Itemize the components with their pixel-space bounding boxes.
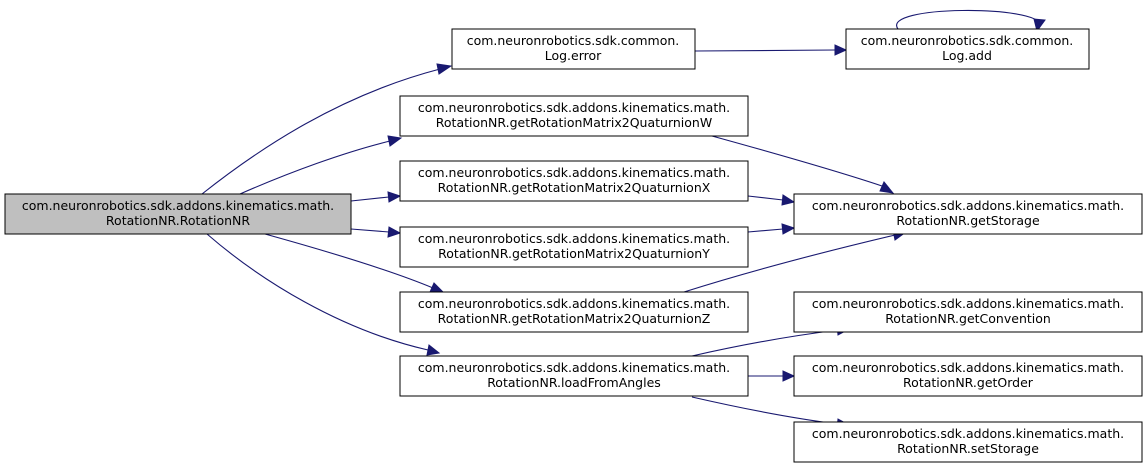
node-label-line-2: RotationNR.getConvention: [885, 311, 1051, 326]
node-label-line-2: RotationNR.RotationNR: [106, 213, 250, 228]
node-get-rotation-matrix-quaturnion-z[interactable]: com.neuronrobotics.sdk.addons.kinematics…: [399, 291, 749, 333]
node-label-line-1: com.neuronrobotics.sdk.addons.kinematics…: [812, 360, 1124, 375]
node-log-add[interactable]: com.neuronrobotics.sdk.common. Log.add: [845, 28, 1090, 70]
node-label-line-2: Log.error: [545, 48, 602, 63]
node-label-line-2: RotationNR.getOrder: [903, 375, 1034, 390]
node-label-line-1: com.neuronrobotics.sdk.addons.kinematics…: [812, 296, 1124, 311]
node-label-line-1: com.neuronrobotics.sdk.common.: [467, 33, 680, 48]
node-label-line-1: com.neuronrobotics.sdk.common.: [861, 33, 1074, 48]
edge-root-to-load-angles: [206, 233, 441, 356]
edge-log-add-self: [896, 9, 1046, 33]
node-rotationnr-constructor[interactable]: com.neuronrobotics.sdk.addons.kinematics…: [4, 193, 352, 235]
edge-root-to-quat-y: [350, 226, 402, 238]
node-log-error[interactable]: com.neuronrobotics.sdk.common. Log.error: [451, 28, 696, 70]
node-label-line-1: com.neuronrobotics.sdk.addons.kinematics…: [418, 100, 730, 115]
node-get-convention[interactable]: com.neuronrobotics.sdk.addons.kinematics…: [793, 291, 1143, 333]
edge-quat-y-to-get-storage: [747, 223, 796, 235]
node-label-line-1: com.neuronrobotics.sdk.addons.kinematics…: [22, 198, 334, 213]
edge-root-to-log-error: [201, 63, 453, 195]
node-label-line-1: com.neuronrobotics.sdk.addons.kinematics…: [418, 360, 730, 375]
node-label-line-1: com.neuronrobotics.sdk.addons.kinematics…: [418, 165, 730, 180]
node-label-line-1: com.neuronrobotics.sdk.addons.kinematics…: [418, 296, 730, 311]
node-label-line-2: Log.add: [942, 48, 992, 63]
node-label-line-2: RotationNR.setStorage: [897, 441, 1039, 456]
node-label-line-2: RotationNR.loadFromAngles: [487, 375, 661, 390]
node-label-line-2: RotationNR.getRotationMatrix2QuaturnionW: [436, 115, 712, 130]
edge-load-angles-to-get-order: [748, 370, 796, 382]
edge-log-error-to-log-add: [694, 44, 848, 56]
node-label-line-2: RotationNR.getRotationMatrix2QuaturnionY: [438, 246, 710, 261]
edge-quat-x-to-get-storage: [747, 194, 796, 206]
node-get-storage[interactable]: com.neuronrobotics.sdk.addons.kinematics…: [793, 193, 1143, 235]
edge-root-to-quat-z: [264, 233, 446, 294]
edge-quat-w-to-get-storage: [711, 135, 895, 194]
node-label-line-1: com.neuronrobotics.sdk.addons.kinematics…: [418, 231, 730, 246]
node-label-line-2: RotationNR.getStorage: [896, 213, 1040, 228]
node-get-order[interactable]: com.neuronrobotics.sdk.addons.kinematics…: [793, 355, 1143, 397]
node-get-rotation-matrix-quaturnion-w[interactable]: com.neuronrobotics.sdk.addons.kinematics…: [399, 95, 749, 137]
node-label-line-1: com.neuronrobotics.sdk.addons.kinematics…: [812, 198, 1124, 213]
node-label-line-1: com.neuronrobotics.sdk.addons.kinematics…: [812, 426, 1124, 441]
node-get-rotation-matrix-quaturnion-y[interactable]: com.neuronrobotics.sdk.addons.kinematics…: [399, 226, 749, 268]
node-label-line-2: RotationNR.getRotationMatrix2QuaturnionX: [438, 180, 711, 195]
node-label-line-2: RotationNR.getRotationMatrix2QuaturnionZ: [438, 311, 711, 326]
edge-root-to-quat-w: [239, 135, 403, 195]
node-set-storage[interactable]: com.neuronrobotics.sdk.addons.kinematics…: [793, 421, 1143, 463]
edge-root-to-quat-x: [350, 191, 402, 203]
node-get-rotation-matrix-quaturnion-x[interactable]: com.neuronrobotics.sdk.addons.kinematics…: [399, 160, 749, 202]
node-load-from-angles[interactable]: com.neuronrobotics.sdk.addons.kinematics…: [399, 355, 749, 397]
